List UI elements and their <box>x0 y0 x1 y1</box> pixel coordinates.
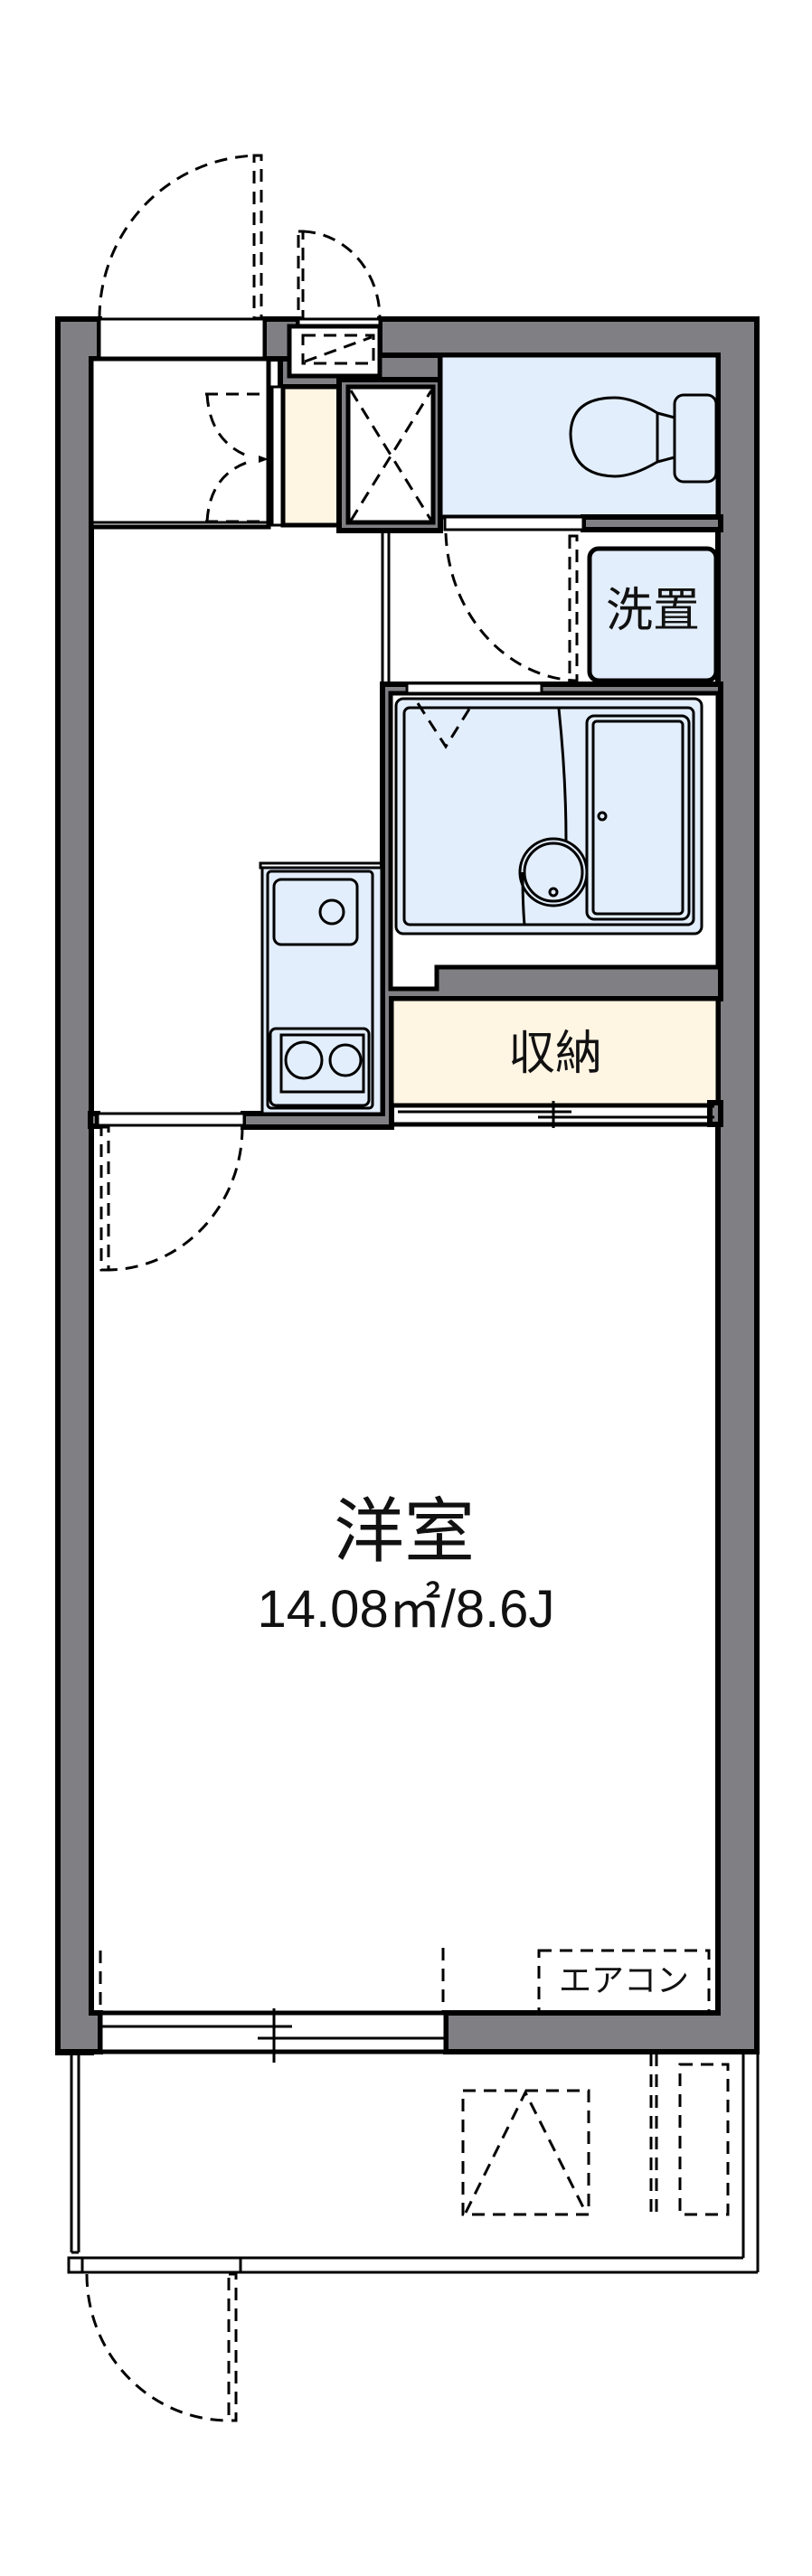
aircon-label: エアコン <box>558 1962 690 1999</box>
shoe-cabinet <box>270 384 342 528</box>
sink-icon <box>272 878 359 946</box>
outdoor-unit <box>461 2089 590 2216</box>
entrance-door <box>98 154 263 320</box>
laundry-label: 洗置 <box>605 584 701 638</box>
kitchen <box>259 861 384 1115</box>
storage-label: 収納 <box>507 1027 603 1081</box>
bathroom <box>241 682 723 1130</box>
closet <box>336 377 443 533</box>
genkan <box>89 356 271 530</box>
laundry-space <box>587 546 719 683</box>
aircon-box <box>537 1949 711 2015</box>
room-door <box>88 1111 246 1272</box>
toilet-icon <box>569 393 718 484</box>
toilet-room <box>438 353 723 532</box>
outer-walls <box>55 316 760 2055</box>
balcony <box>67 2052 760 2422</box>
balcony-window <box>98 1948 448 2063</box>
stove-icon <box>269 1027 371 1107</box>
storage <box>389 996 723 1128</box>
meter-box-door <box>297 230 382 320</box>
room-name: 洋室 <box>333 1491 476 1573</box>
room-area: 14.08㎡/8.6J <box>257 1580 555 1639</box>
entrance-opening <box>98 317 266 361</box>
washroom <box>381 531 719 687</box>
